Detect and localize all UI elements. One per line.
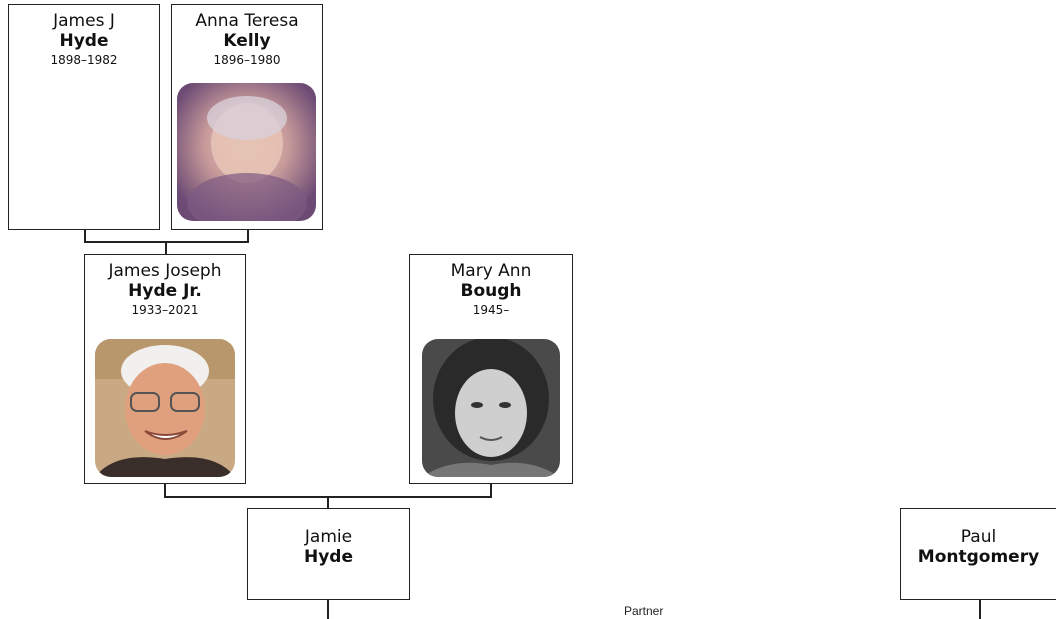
person-card-paul[interactable]: Paul Montgomery (900, 508, 1056, 600)
person-given-name: Jamie (304, 527, 353, 547)
person-surname: Montgomery (917, 547, 1040, 567)
person-card-anna[interactable]: Anna Teresa Kelly 1896–1980 (171, 4, 323, 230)
person-given-name: Anna Teresa (195, 11, 299, 31)
person-given-name: Paul (960, 527, 997, 547)
person-years: 1896–1980 (213, 53, 281, 67)
person-given-name: James Joseph (108, 261, 222, 281)
relationship-label: Partner (624, 604, 664, 618)
person-given-name: Mary Ann (450, 261, 532, 281)
person-surname: Bough (460, 281, 522, 301)
connector (164, 483, 166, 497)
person-surname: Hyde (59, 31, 109, 51)
person-card-mary[interactable]: Mary Ann Bough 1945– (409, 254, 573, 484)
person-years: 1898–1982 (50, 53, 118, 67)
connector (247, 229, 249, 242)
connector (84, 241, 249, 243)
connector (84, 229, 86, 242)
person-photo (422, 339, 560, 477)
connector (327, 599, 329, 619)
person-card-james-jr[interactable]: James Joseph Hyde Jr. 1933–2021 (84, 254, 246, 484)
person-surname: Kelly (223, 31, 271, 51)
person-surname: Hyde Jr. (128, 281, 202, 301)
person-years: 1933–2021 (131, 303, 199, 317)
person-photo (177, 83, 316, 221)
person-given-name: James J (53, 11, 115, 31)
person-card-james-j[interactable]: James J Hyde 1898–1982 (8, 4, 160, 230)
connector (490, 483, 492, 497)
connector (165, 241, 167, 255)
connector (979, 599, 981, 619)
person-years: 1945– (472, 303, 510, 317)
person-surname: Hyde (303, 547, 353, 567)
person-photo (95, 339, 235, 477)
connector (327, 496, 329, 509)
person-card-jamie[interactable]: Jamie Hyde (247, 508, 410, 600)
